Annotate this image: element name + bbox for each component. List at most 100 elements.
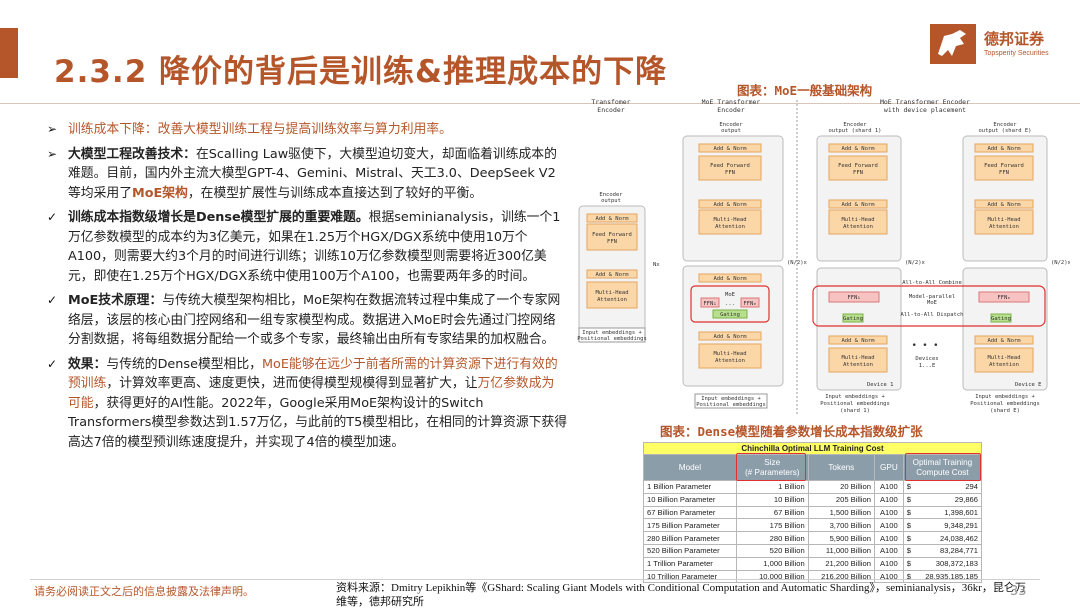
currency-cell: $ <box>902 518 913 533</box>
svg-text:Multi-Head: Multi-Head <box>987 355 1020 361</box>
svg-text:Feed Forward: Feed Forward <box>984 163 1024 169</box>
cost-cell: 83,284,771 <box>912 543 983 558</box>
currency-cell: $ <box>902 543 913 558</box>
gpu-cell: A100 <box>873 505 904 520</box>
title-accent-bar <box>0 28 18 78</box>
svg-text:Add & Norm: Add & Norm <box>713 146 747 152</box>
logo-chinese-name: 德邦证券 <box>984 30 1045 48</box>
training-cost-table-wrapper: Chinchilla Optimal LLM Training Cost Mod… <box>643 442 983 584</box>
svg-text:Multi-Head: Multi-Head <box>841 217 874 223</box>
svg-text:Add & Norm: Add & Norm <box>595 216 629 222</box>
bullet-item: ➢ 大模型工程改善技术：在Scalling Law驱使下，大模型迫切变大，却面临… <box>47 145 567 204</box>
moe-architecture-diagram: Transfomer Encoder MoE Transformer Encod… <box>577 98 1070 414</box>
svg-text:Attention: Attention <box>715 358 745 364</box>
svg-text:Add & Norm: Add & Norm <box>987 338 1021 344</box>
bullet-item: ✓ MoE技术原理：与传统大模型架构相比，MoE架构在数据流转过程中集成了一个专… <box>47 291 567 350</box>
svg-text:with device placement: with device placement <box>884 106 966 114</box>
svg-text:Add & Norm: Add & Norm <box>713 334 747 340</box>
tokens-cell: 21,200 Billion <box>807 556 875 571</box>
svg-text:output (shard 1): output (shard 1) <box>829 128 882 134</box>
page-number: 33 <box>1010 584 1027 599</box>
svg-text:Input embeddings +: Input embeddings + <box>701 396 761 402</box>
tokens-cell: 11,000 Billion <box>807 543 875 558</box>
svg-text:FFNₑ: FFNₑ <box>997 295 1010 301</box>
svg-text:Input embeddings +: Input embeddings + <box>825 394 885 400</box>
svg-text:Device 1: Device 1 <box>867 382 894 388</box>
col-header-gpu: GPU <box>873 454 904 481</box>
size-cell: 520 Billion <box>735 543 809 558</box>
bullet-text: ，在模型扩展性与训练成本直接达到了较好的平衡。 <box>187 185 483 201</box>
bullet-text: 在Scalling Law驱使下，大模型迫切变大，却面临着训练成本的难题。目前，… <box>68 146 557 201</box>
model-cell: 520 Billion Parameter <box>643 543 737 558</box>
svg-text:Attention: Attention <box>989 224 1019 230</box>
svg-text:(N/2)x: (N/2)x <box>1051 260 1070 266</box>
svg-text:FFN: FFN <box>999 170 1009 176</box>
bullet-text: 训练成本下降：改善大模型训练工程与提高训练效率与算力利用率。 <box>68 122 452 137</box>
svg-text:Gating: Gating <box>720 312 740 318</box>
svg-text:Multi-Head: Multi-Head <box>713 351 746 357</box>
svg-text:Attention: Attention <box>843 362 873 368</box>
svg-text:Multi-Head: Multi-Head <box>841 355 874 361</box>
figure1-caption: 图表：MoE一般基础架构 <box>737 83 873 98</box>
size-cell: 10 Billion <box>735 492 809 507</box>
bullet-item: ✓ 效果：与传统的Dense模型相比，MoE能够在远少于前者所需的计算资源下进行… <box>47 355 567 453</box>
svg-text:Add & Norm: Add & Norm <box>713 202 747 208</box>
svg-text:...: ... <box>725 301 735 307</box>
svg-text:output (shard E): output (shard E) <box>979 128 1032 134</box>
svg-text:(shard E): (shard E) <box>990 408 1020 414</box>
svg-text:Positional embeddings: Positional embeddings <box>696 402 766 408</box>
svg-text:FFN₁: FFN₁ <box>847 295 860 301</box>
bullet-item: ✓ 训练成本指数级增长是Dense模型扩展的重要难题。根据seminianaly… <box>47 208 567 286</box>
svg-text:Positional embeddings: Positional embeddings <box>820 401 890 407</box>
svg-text:FFN: FFN <box>853 170 863 176</box>
bullet-text: 根据seminianalysis，训练一个1万亿参数模型的成本约为3亿美元，如果… <box>68 210 561 284</box>
svg-text:Device E: Device E <box>1015 382 1042 388</box>
svg-text:Attention: Attention <box>597 297 627 303</box>
bullet-heading: 训练成本指数级增长是Dense模型扩展的重要难题。 <box>68 210 369 225</box>
svg-text:Feed Forward: Feed Forward <box>592 232 632 238</box>
svg-text:Gating: Gating <box>991 316 1011 322</box>
logo-english-name: Topsperity Securities <box>984 50 1049 57</box>
check-bullet-icon: ✓ <box>47 293 58 307</box>
tokens-cell: 1,500 Billion <box>807 505 875 520</box>
svg-text:Add & Norm: Add & Norm <box>987 146 1021 152</box>
size-cell: 280 Billion <box>735 531 809 545</box>
model-cell: 67 Billion Parameter <box>643 505 737 520</box>
currency-cell: $ <box>902 569 913 584</box>
col-header-size: Size (# Parameters) <box>735 454 809 481</box>
svg-text:Add & Norm: Add & Norm <box>987 202 1021 208</box>
bullet-highlight: MoE架构 <box>131 185 188 201</box>
table-title: Chinchilla Optimal LLM Training Cost <box>643 442 982 455</box>
page-title: 2.3.2 降价的背后是训练&推理成本的下降 <box>54 54 668 90</box>
svg-text:Multi-Head: Multi-Head <box>987 217 1020 223</box>
svg-text:Encoder: Encoder <box>717 106 744 114</box>
col1-title: Transfomer <box>591 98 630 106</box>
size-cell: 175 Billion <box>735 518 809 533</box>
svg-text:(N/2)x: (N/2)x <box>787 260 808 266</box>
company-logo: 德邦证券 Topsperity Securities <box>930 22 1065 66</box>
model-cell: 1 Trillion Parameter <box>643 556 737 571</box>
svg-text:Encoder: Encoder <box>597 106 624 114</box>
model-cell: 280 Billion Parameter <box>643 531 737 545</box>
svg-text:1...E: 1...E <box>919 363 936 369</box>
svg-text:(shard 1): (shard 1) <box>840 408 870 414</box>
svg-text:Encoder: Encoder <box>843 122 867 128</box>
bullet-highlight: MoE能够在远少于前者所需的计算资源下进行有效的预训练 <box>68 356 558 392</box>
tokens-cell: 3,700 Billion <box>807 518 875 533</box>
cost-cell: 294 <box>912 480 983 494</box>
logo-mark-icon <box>930 24 976 64</box>
cost-cell: 9,348,291 <box>912 518 983 533</box>
col-header-cost: Optimal Training Compute Cost <box>902 454 983 481</box>
size-cell: 67 Billion <box>735 505 809 520</box>
svg-text:Input embeddings +: Input embeddings + <box>582 330 642 336</box>
currency-cell: $ <box>902 505 913 520</box>
svg-text:Nx: Nx <box>653 262 660 268</box>
size-cell: 1,000 Billion <box>735 556 809 571</box>
source-note: 资料来源：Dmitry Lepikhin等《GShard: Scaling Gi… <box>336 582 1026 608</box>
disclaimer-link[interactable]: 请务必阅读正文之后的信息披露及法律声明。 <box>34 585 254 598</box>
svg-text:Multi-Head: Multi-Head <box>713 217 746 223</box>
currency-cell: $ <box>902 480 913 494</box>
